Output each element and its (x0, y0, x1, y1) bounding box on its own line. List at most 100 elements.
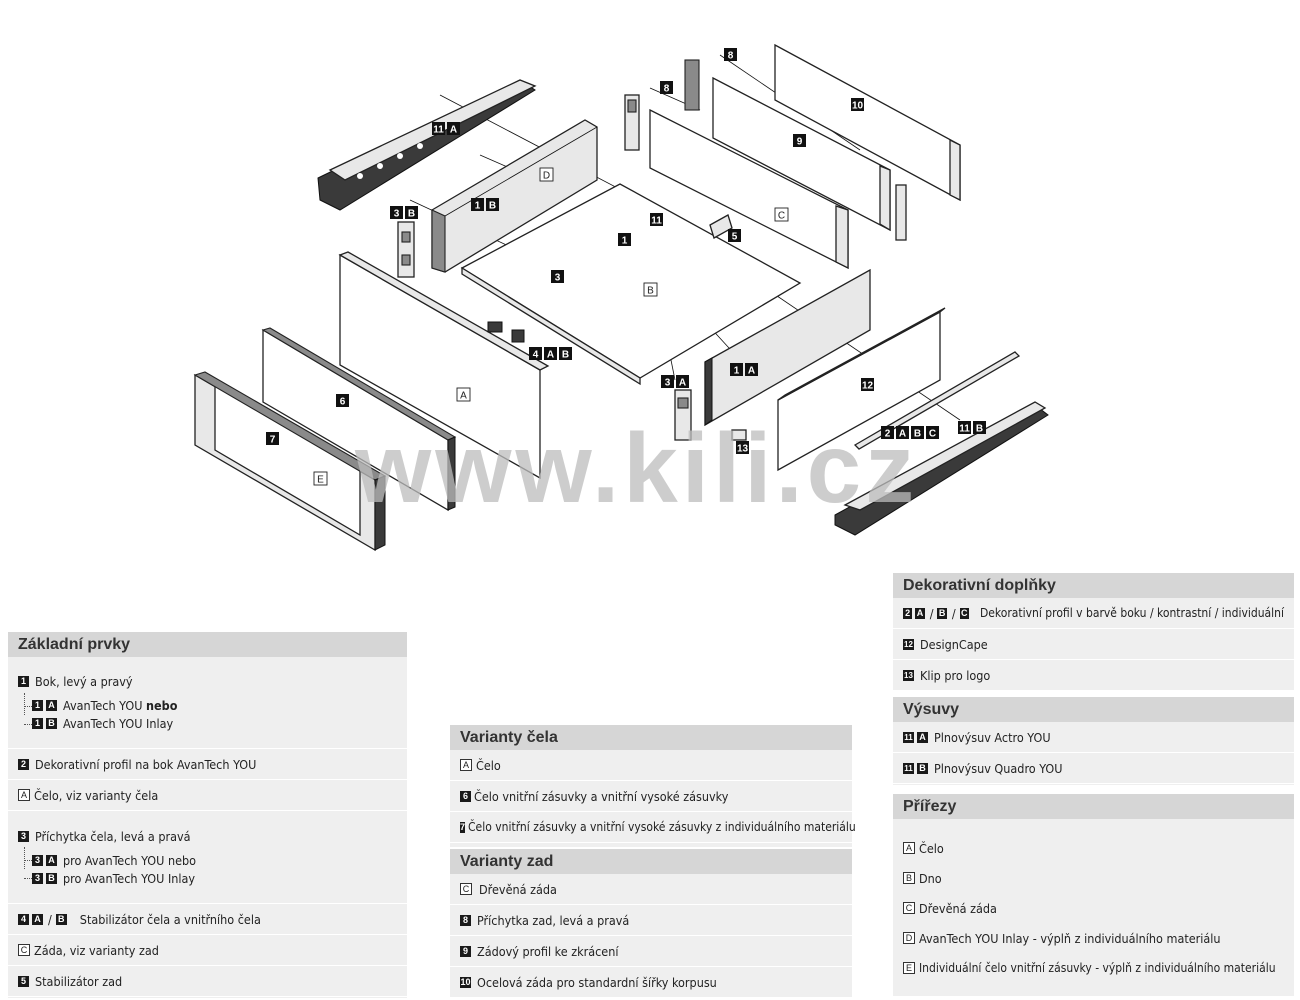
svg-text:A: A (748, 366, 755, 377)
label-13: 13 (736, 441, 749, 455)
back-stabilizer (709, 214, 733, 239)
back-panel-wood (649, 108, 849, 270)
label-2abc: 2 A B C (881, 426, 939, 440)
label-1b: 1 B (471, 198, 499, 212)
exploded-drawer-diagram: .pl { fill:#ffffff; stroke:#222; stroke-… (193, 43, 1049, 552)
svg-text:10: 10 (852, 101, 864, 112)
label-3a: 3 A (661, 375, 689, 389)
runner-quadro-you (834, 401, 1049, 536)
svg-text:B: B (408, 209, 415, 220)
back-clip-right (895, 184, 907, 241)
label-9: 9 (793, 134, 806, 148)
svg-text:12: 12 (862, 381, 874, 392)
svg-text:11: 11 (651, 216, 662, 227)
panel-title: Varianty zad (450, 849, 852, 874)
svg-text:3: 3 (394, 209, 400, 220)
front-stabilizers (487, 321, 525, 343)
side-panel-right (704, 268, 871, 427)
label-8: 8 (660, 81, 673, 95)
svg-text:B: B (562, 350, 569, 361)
label-1: 1 (618, 233, 631, 247)
part-labels: 8 10 8 9 11 A D C 11 3 B 1 B 1 5 3 B 4 A… (266, 48, 986, 486)
svg-text:2: 2 (885, 429, 891, 440)
svg-text:9: 9 (797, 137, 803, 148)
front-clip-left (397, 221, 415, 278)
svg-text:8: 8 (728, 51, 734, 62)
svg-text:A: A (547, 350, 554, 361)
panel-title: Výsuvy (893, 697, 1294, 722)
svg-text:1: 1 (622, 236, 628, 247)
label-C: C (774, 207, 789, 222)
label-A: A (456, 387, 471, 402)
label-8-top: 8 (724, 48, 737, 62)
label-11a-left: 11 A (432, 122, 460, 136)
svg-text:11: 11 (959, 424, 970, 435)
svg-text:A: A (460, 391, 467, 402)
panel-title: Základní prvky (8, 632, 407, 657)
panel-title: Přířezy (893, 794, 1294, 819)
label-5: 5 (728, 229, 741, 243)
label-11b-right: 11 B (958, 421, 986, 435)
label-E: E (313, 471, 328, 486)
label-D: D (539, 167, 554, 182)
design-cape (777, 307, 946, 472)
decor-profile (853, 351, 1021, 450)
back-profile (712, 76, 891, 232)
label-11: 11 (650, 213, 663, 227)
logo-clip (731, 429, 747, 441)
svg-text:6: 6 (340, 397, 346, 408)
svg-text:7: 7 (270, 435, 276, 446)
svg-text:4: 4 (533, 350, 539, 361)
svg-text:D: D (543, 171, 550, 182)
bottom-panel (460, 183, 802, 386)
front-panel (338, 251, 550, 480)
svg-text:A: A (899, 429, 906, 440)
svg-text:5: 5 (732, 232, 738, 243)
svg-text:B: B (914, 429, 921, 440)
panel-title: Varianty čela (450, 725, 852, 750)
front-clip-right (674, 389, 692, 441)
panel-title: Dekorativní doplňky (893, 573, 1294, 598)
label-6: 6 (336, 394, 349, 408)
svg-text:B: B (647, 286, 654, 297)
svg-text:C: C (929, 429, 936, 440)
svg-text:3: 3 (555, 273, 561, 284)
svg-text:8: 8 (664, 84, 670, 95)
svg-text:1: 1 (475, 201, 481, 212)
svg-text:A: A (679, 378, 686, 389)
svg-text:3: 3 (665, 378, 671, 389)
inner-front-individual (193, 371, 387, 552)
label-3b: 3 B (390, 206, 418, 220)
label-4ab: 4 A B (529, 347, 572, 361)
label-1a: 1 A (730, 363, 758, 377)
svg-text:1: 1 (734, 366, 740, 377)
label-10: 10 (851, 98, 864, 112)
side-panel-left (431, 119, 598, 273)
back-clip-left (624, 59, 700, 151)
svg-text:11: 11 (433, 125, 444, 136)
